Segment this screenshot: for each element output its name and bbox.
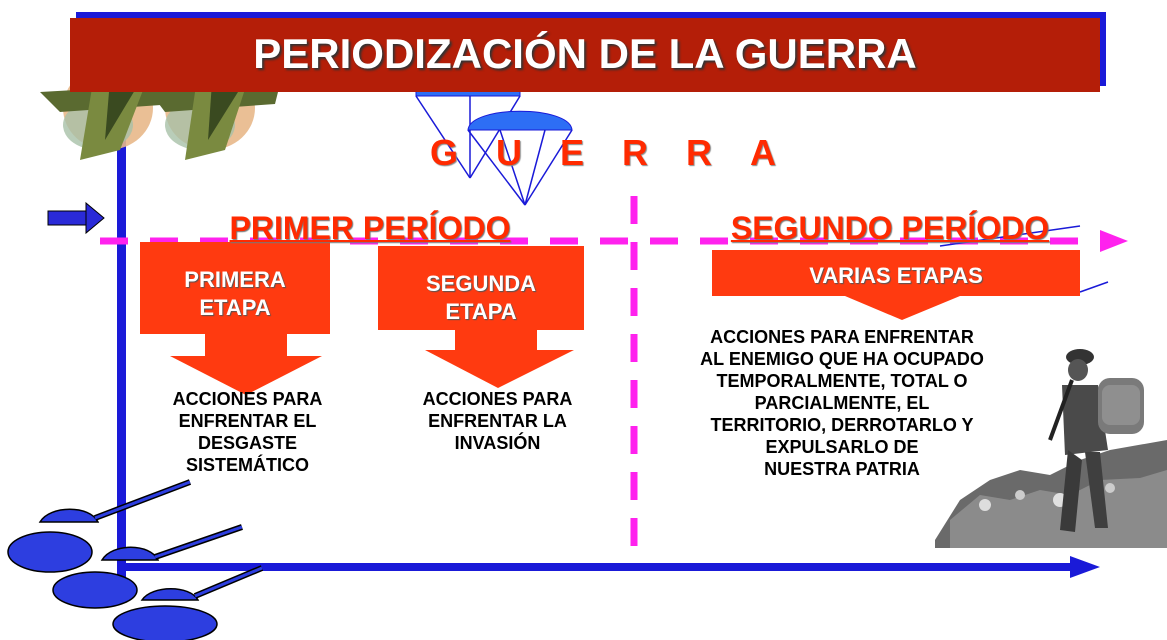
timeline-dashed-arrow [100, 230, 1128, 252]
second-period-actions: ACCIONES PARA ENFRENTAR AL ENEMIGO QUE H… [700, 327, 984, 479]
first-stage-actions: ACCIONES PARA ENFRENTAR EL DESGASTE SIST… [172, 389, 323, 475]
page-title: PERIODIZACIÓN DE LA GUERRA [253, 30, 917, 77]
second-stage-label: SEGUNDA ETAPA [425, 271, 536, 324]
first-stage-label: PRIMERA ETAPA [184, 267, 286, 320]
stage-arrow-second [378, 246, 584, 388]
horizontal-axis-arrow [117, 556, 1100, 578]
parachute-icon [467, 110, 573, 206]
stage-arrow-first [140, 242, 330, 395]
first-period-label: PRIMER PERÍODO [229, 210, 511, 246]
vertical-axis [117, 130, 126, 580]
second-stage-actions: ACCIONES PARA ENFRENTAR LA INVASIÓN [422, 389, 573, 453]
aircraft-icon [40, 66, 180, 160]
tank-icon [7, 479, 192, 573]
tank-icon [52, 524, 243, 609]
stage-arrow-various [712, 250, 1080, 320]
various-stages-label: VARIAS ETAPAS [809, 263, 983, 288]
tank-icon [112, 565, 264, 640]
second-period-label: SEGUNDO PERÍODO [730, 210, 1050, 246]
pointer-arrow-icon [47, 201, 105, 235]
title-bar [70, 18, 1100, 92]
guerra-label: GUERRA [430, 132, 815, 173]
soldier-photo [935, 349, 1167, 548]
